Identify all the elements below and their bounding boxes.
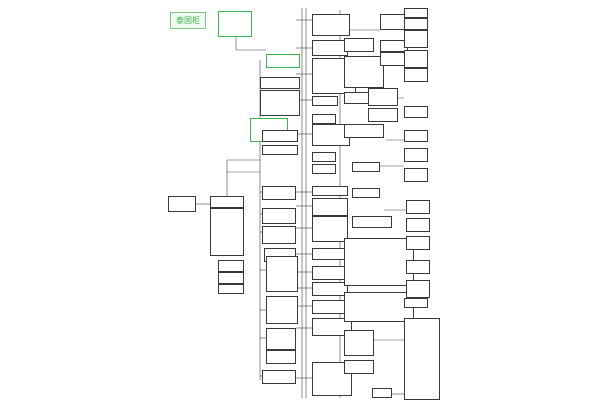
n-c3-12 [312,248,348,260]
n-c3-10 [312,198,348,216]
n-green-1 [218,11,252,37]
n-m-7 [352,216,392,228]
n-c2-1 [260,77,300,89]
n-left-c [218,284,244,294]
n-c2-10 [266,296,298,324]
n-c3-15 [312,300,348,314]
n-m-10 [344,330,374,356]
n-c3-1 [312,14,350,36]
n-r-6 [404,30,428,48]
n-r-12 [404,168,428,182]
n-c2-7 [262,226,296,244]
n-r-21 [368,108,398,122]
n-r-14 [406,218,430,232]
n-c2-11 [266,328,296,350]
n-c3-8 [312,164,336,174]
n-r-4 [404,8,428,18]
n-c2-12 [266,350,296,364]
n-r-10 [404,130,428,142]
n-green-2 [266,54,300,68]
n-r-7 [404,50,428,68]
n-c2-9 [266,256,298,292]
n-r-17 [406,280,430,298]
n-c3-4 [312,96,338,106]
n-c2-13 [262,370,296,384]
n-m-6 [352,188,380,198]
diagram-title: 泰国柜 [170,12,206,29]
n-r-19 [404,318,440,400]
n-c3-2 [312,40,348,56]
n-c3-11 [312,216,348,242]
n-m-8 [344,238,414,286]
n-r-16 [406,260,430,274]
n-m-12 [372,388,392,398]
n-m-9 [344,292,414,322]
n-left-b [218,272,244,284]
n-root [168,196,196,212]
n-m-1 [344,38,374,52]
n-m-4 [344,124,384,138]
n-r-5 [404,18,428,30]
n-c3-5 [312,114,336,124]
n-r-11 [404,148,428,162]
n-left-main [210,196,244,208]
n-r-13 [406,200,430,214]
n-c3-13 [312,266,348,280]
n-c3-16 [312,318,352,336]
n-c2-2 [260,90,300,116]
n-m-5 [352,162,380,172]
n-r-20 [368,88,398,106]
n-c2-4 [262,145,298,155]
n-c3-14 [312,282,348,296]
n-r-9 [404,106,428,118]
n-r-15 [406,236,430,250]
n-r-18 [404,298,428,308]
n-c3-9 [312,186,348,196]
n-left-a [218,260,244,272]
n-m-2 [344,56,384,88]
n-c2-5 [262,186,296,200]
n-left-sub [210,208,244,256]
n-c2-6 [262,208,296,224]
n-m-11 [344,360,374,374]
n-r-8 [404,68,428,82]
n-c3-7 [312,152,336,162]
n-c2-3 [262,130,298,142]
